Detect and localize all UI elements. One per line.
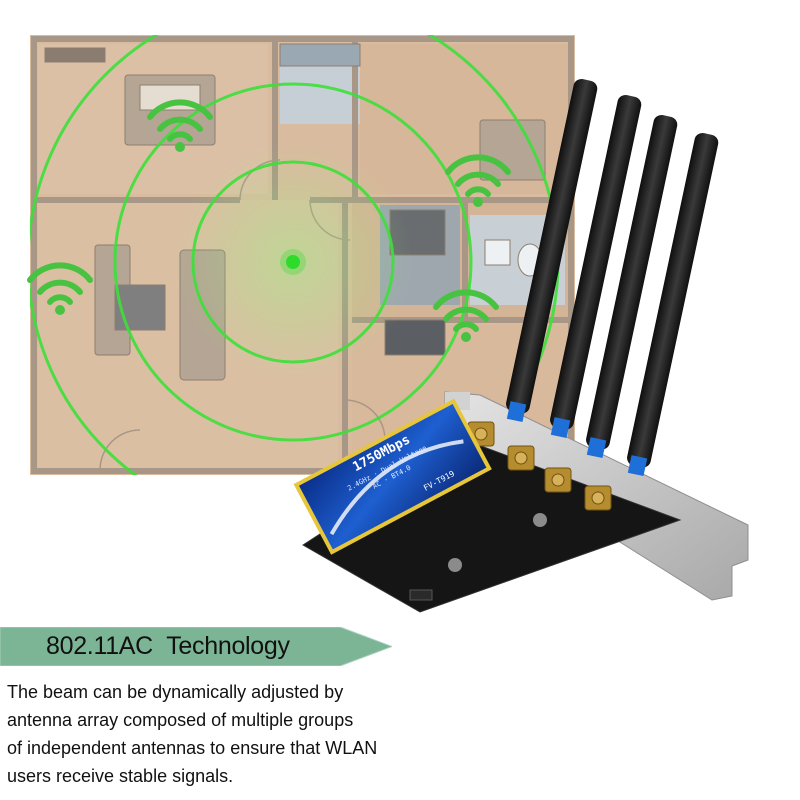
- product-scene: 1750Mbps 2.4GHz · Dual·Voltage AC · BT4.…: [27, 35, 749, 613]
- feature-banner: 802.11AC Technology: [0, 627, 392, 666]
- floor-plan: [30, 35, 575, 475]
- description-line: users receive stable signals.: [7, 766, 234, 786]
- antenna-connectors: [467, 421, 612, 511]
- description-line: of independent antennas to ensure that W…: [7, 738, 378, 758]
- antennas: [506, 78, 719, 477]
- wifi-icon: [147, 99, 213, 152]
- card-module: 1750Mbps 2.4GHz · Dual·Voltage AC · BT4.…: [293, 398, 492, 555]
- wifi-card: 1750Mbps 2.4GHz · Dual·Voltage AC · BT4.…: [293, 78, 749, 613]
- wifi-icon: [27, 262, 93, 315]
- banner-shape: [0, 627, 392, 666]
- banner-title: 802.11AC Technology: [46, 632, 290, 660]
- description-line: The beam can be dynamically adjusted by: [7, 682, 344, 702]
- description-line: antenna array composed of multiple group…: [7, 710, 354, 730]
- wifi-icon: [433, 289, 499, 342]
- wifi-icon: [445, 154, 511, 207]
- feature-description: The beam can be dynamically adjusted by …: [7, 678, 427, 790]
